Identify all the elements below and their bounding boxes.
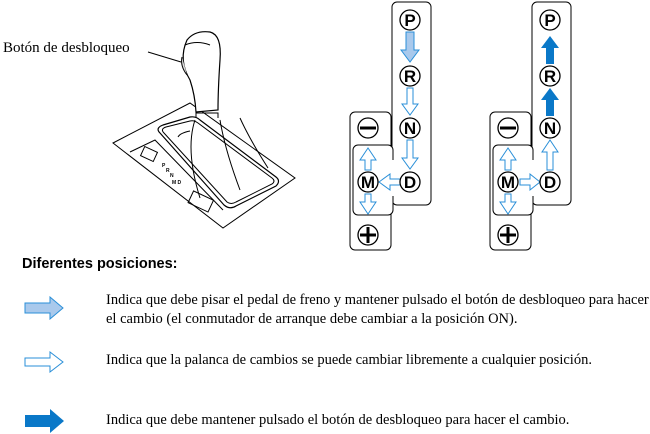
shift-pattern-brake-required: [349, 1, 432, 251]
shift-pattern-diagrams: P R N D M P R N D M: [349, 1, 572, 251]
light-blue-arrow-p-to-r: [400, 31, 420, 63]
svg-text:R: R: [404, 67, 416, 86]
position-r-left: R: [399, 65, 421, 87]
position-d-right: D: [539, 171, 561, 193]
legend-text-release: Indica que debe mantener pulsado el botó…: [106, 412, 570, 428]
release-button-label: Botón de desbloqueo: [3, 40, 130, 56]
svg-text:R: R: [544, 67, 556, 86]
legend-heading: Diferentes posiciones:: [22, 256, 178, 272]
svg-text:N: N: [170, 173, 174, 179]
legend-text-free: Indica que la palanca de cambios se pued…: [106, 352, 592, 368]
svg-text:P: P: [544, 11, 555, 30]
solid-arrow-n-to-r: [541, 88, 559, 116]
position-p-right: P: [539, 9, 561, 31]
legend-text-brake: Indica que debe pisar el pedal de freno …: [106, 292, 649, 327]
svg-text:R: R: [166, 168, 170, 174]
svg-text:M: M: [501, 173, 515, 192]
svg-text:N: N: [404, 119, 416, 138]
position-n-right: N: [539, 117, 561, 139]
position-r-right: R: [539, 65, 561, 87]
plus-icon: [497, 224, 519, 246]
svg-text:N: N: [544, 119, 556, 138]
svg-text:M: M: [361, 173, 375, 192]
solid-blue-arrow-icon: [25, 409, 64, 433]
solid-arrow-r-to-p: [541, 36, 559, 64]
plus-icon: [357, 224, 379, 246]
minus-icon: [357, 117, 379, 139]
light-blue-arrow-icon: [24, 296, 64, 320]
svg-text:D: D: [404, 173, 416, 192]
position-m-right: M: [497, 171, 519, 193]
outline-arrow-icon: [24, 350, 64, 374]
position-n-left: N: [399, 117, 421, 139]
svg-text:P: P: [404, 11, 415, 30]
position-d-left: D: [399, 171, 421, 193]
position-m-left: M: [357, 171, 379, 193]
svg-text:M D: M D: [172, 180, 182, 186]
svg-text:D: D: [544, 173, 556, 192]
minus-icon: [497, 117, 519, 139]
svg-text:P: P: [162, 163, 166, 169]
position-p-left: P: [399, 9, 421, 31]
